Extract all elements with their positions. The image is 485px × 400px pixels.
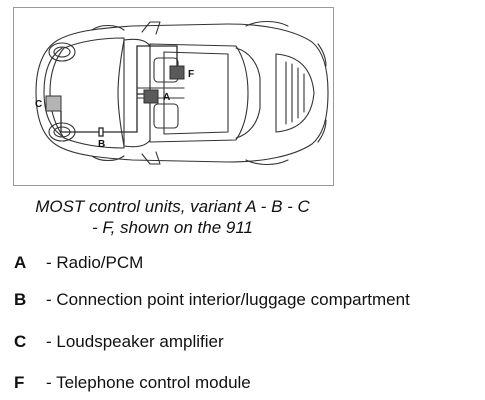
legend-text: - Connection point interior/luggage comp… xyxy=(46,290,410,309)
front-bumper-line xyxy=(43,47,63,137)
rear-window xyxy=(235,47,261,139)
legend-item-f: F - Telephone control module xyxy=(0,372,485,394)
legend-key: B xyxy=(14,290,27,309)
label-c: C xyxy=(35,99,42,110)
car-top-view-drawing: C A F B xyxy=(35,20,329,166)
legend-text: - Telephone control module xyxy=(46,373,251,392)
legend-key: F xyxy=(14,373,25,392)
caption-line-2: - F, shown on the 911 xyxy=(92,218,253,237)
diagram-caption: MOST control units, variant A - B - C - … xyxy=(0,196,345,238)
mirror-right xyxy=(141,151,161,165)
legend-text: - Radio/PCM xyxy=(46,253,144,272)
most-cable xyxy=(60,45,178,133)
car-diagram: C A F B xyxy=(13,7,334,186)
label-b: B xyxy=(98,139,105,150)
engine-cover xyxy=(275,53,315,133)
rear-wheel-arch-right xyxy=(245,159,289,166)
roof-inner xyxy=(163,51,229,135)
mirror-left xyxy=(141,21,161,35)
rear-wheel-arch-left xyxy=(245,20,289,27)
front-wheel-arch-right xyxy=(91,155,125,162)
car-body-outline xyxy=(35,23,329,163)
legend-item-a: A - Radio/PCM xyxy=(0,252,485,274)
label-a: A xyxy=(163,92,170,103)
connection-point-b-marker xyxy=(98,127,104,137)
legend-text: - Loudspeaker amplifier xyxy=(46,332,224,351)
caption-line-1: MOST control units, variant A - B - C xyxy=(35,197,310,216)
legend-key: A xyxy=(14,253,27,272)
headlight-left xyxy=(48,42,76,62)
label-f: F xyxy=(188,69,194,80)
legend-key: C xyxy=(14,332,27,351)
rear-light-right xyxy=(317,119,327,143)
seat-right xyxy=(153,103,179,129)
legend-item-c: C - Loudspeaker amplifier xyxy=(0,331,485,353)
telephone-control-module-unit xyxy=(169,65,185,80)
radio-pcm-unit xyxy=(143,89,159,104)
front-wheel-arch-left xyxy=(91,24,125,31)
legend-item-b: B - Connection point interior/luggage co… xyxy=(0,289,485,311)
front-hood xyxy=(49,37,125,149)
loudspeaker-amplifier-unit xyxy=(45,95,62,112)
headlight-left-inner xyxy=(53,46,71,58)
cabin-roof xyxy=(149,43,249,143)
windshield xyxy=(117,38,151,148)
rear-light-left xyxy=(317,43,327,67)
